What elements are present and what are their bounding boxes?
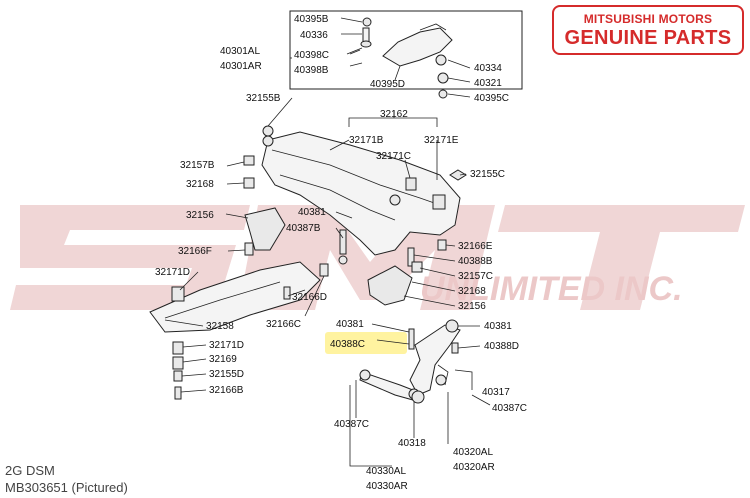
label-40387C-right: 40387C <box>492 403 527 414</box>
label-32171D: 32171D <box>209 340 244 351</box>
label-32156: 32156 <box>186 210 214 221</box>
label-40317: 40317 <box>482 387 510 398</box>
label-40387B: 40387B <box>286 223 321 234</box>
label-32166E: 32166E <box>458 241 493 252</box>
highlight-40388C <box>325 332 407 354</box>
label-40330AR: 40330AR <box>366 481 408 492</box>
watermark-subtext: UNLIMITED INC. <box>420 270 683 308</box>
label-40388D: 40388D <box>484 341 519 352</box>
lower-control-arm <box>359 319 461 404</box>
label-32171D-top: 32171D <box>155 267 190 278</box>
label-40398C: 40398C <box>294 50 329 61</box>
brand-line-1: MITSUBISHI MOTORS <box>583 12 713 26</box>
label-40381-left: 40381 <box>336 319 364 330</box>
label-40381-right: 40381 <box>484 321 512 332</box>
label-32158: 32158 <box>206 321 234 332</box>
label-32171E: 32171E <box>424 135 459 146</box>
label-32166B: 32166B <box>209 385 244 396</box>
label-32155B: 32155B <box>246 93 281 104</box>
label-32168: 32168 <box>186 179 214 190</box>
label-40395D: 40395D <box>370 79 405 90</box>
part-labels: 40395B 40336 40398C 40398B 40301AL 40301… <box>155 14 527 492</box>
footer-model: 2G DSM <box>5 463 55 478</box>
label-40301AR: 40301AR <box>220 61 262 72</box>
label-40321: 40321 <box>474 78 502 89</box>
leader-lines <box>164 17 491 467</box>
label-32157B: 32157B <box>180 160 215 171</box>
label-40381: 40381 <box>298 207 326 218</box>
label-32166D: 32166D <box>292 292 327 303</box>
label-32166F: 32166F <box>178 246 212 257</box>
label-32162: 32162 <box>380 109 408 120</box>
label-32171C: 32171C <box>376 151 411 162</box>
label-32155D: 32155D <box>209 369 244 380</box>
label-40388B: 40388B <box>458 256 493 267</box>
label-40388C: 40388C <box>330 339 365 350</box>
label-40330AL: 40330AL <box>366 466 406 477</box>
label-32166C: 32166C <box>266 319 301 330</box>
label-32169: 32169 <box>209 354 237 365</box>
label-40301AL: 40301AL <box>220 46 260 57</box>
label-32155C: 32155C <box>470 169 505 180</box>
label-40320AL: 40320AL <box>453 447 493 458</box>
label-40398B: 40398B <box>294 65 329 76</box>
upper-arm-parts <box>349 17 453 99</box>
label-40387C-left: 40387C <box>334 419 369 430</box>
footer-caption: 2G DSM MB303651 (Pictured) <box>5 462 128 496</box>
genuine-parts-logo: MITSUBISHI MOTORS GENUINE PARTS <box>552 5 744 55</box>
label-40320AR: 40320AR <box>453 462 495 473</box>
label-32157C: 32157C <box>458 271 493 282</box>
label-32168-right: 32168 <box>458 286 486 297</box>
label-40395C: 40395C <box>474 93 509 104</box>
upper-arm-box <box>289 10 523 90</box>
brand-line-2: GENUINE PARTS <box>564 27 732 49</box>
label-32171B: 32171B <box>349 135 384 146</box>
label-40318: 40318 <box>398 438 426 449</box>
footer-part-number: MB303651 (Pictured) <box>5 480 128 495</box>
label-40395B: 40395B <box>294 14 329 25</box>
label-40336: 40336 <box>300 30 328 41</box>
crossmember-assembly <box>243 125 467 267</box>
label-40334: 40334 <box>474 63 502 74</box>
label-32156-right: 32156 <box>458 301 486 312</box>
